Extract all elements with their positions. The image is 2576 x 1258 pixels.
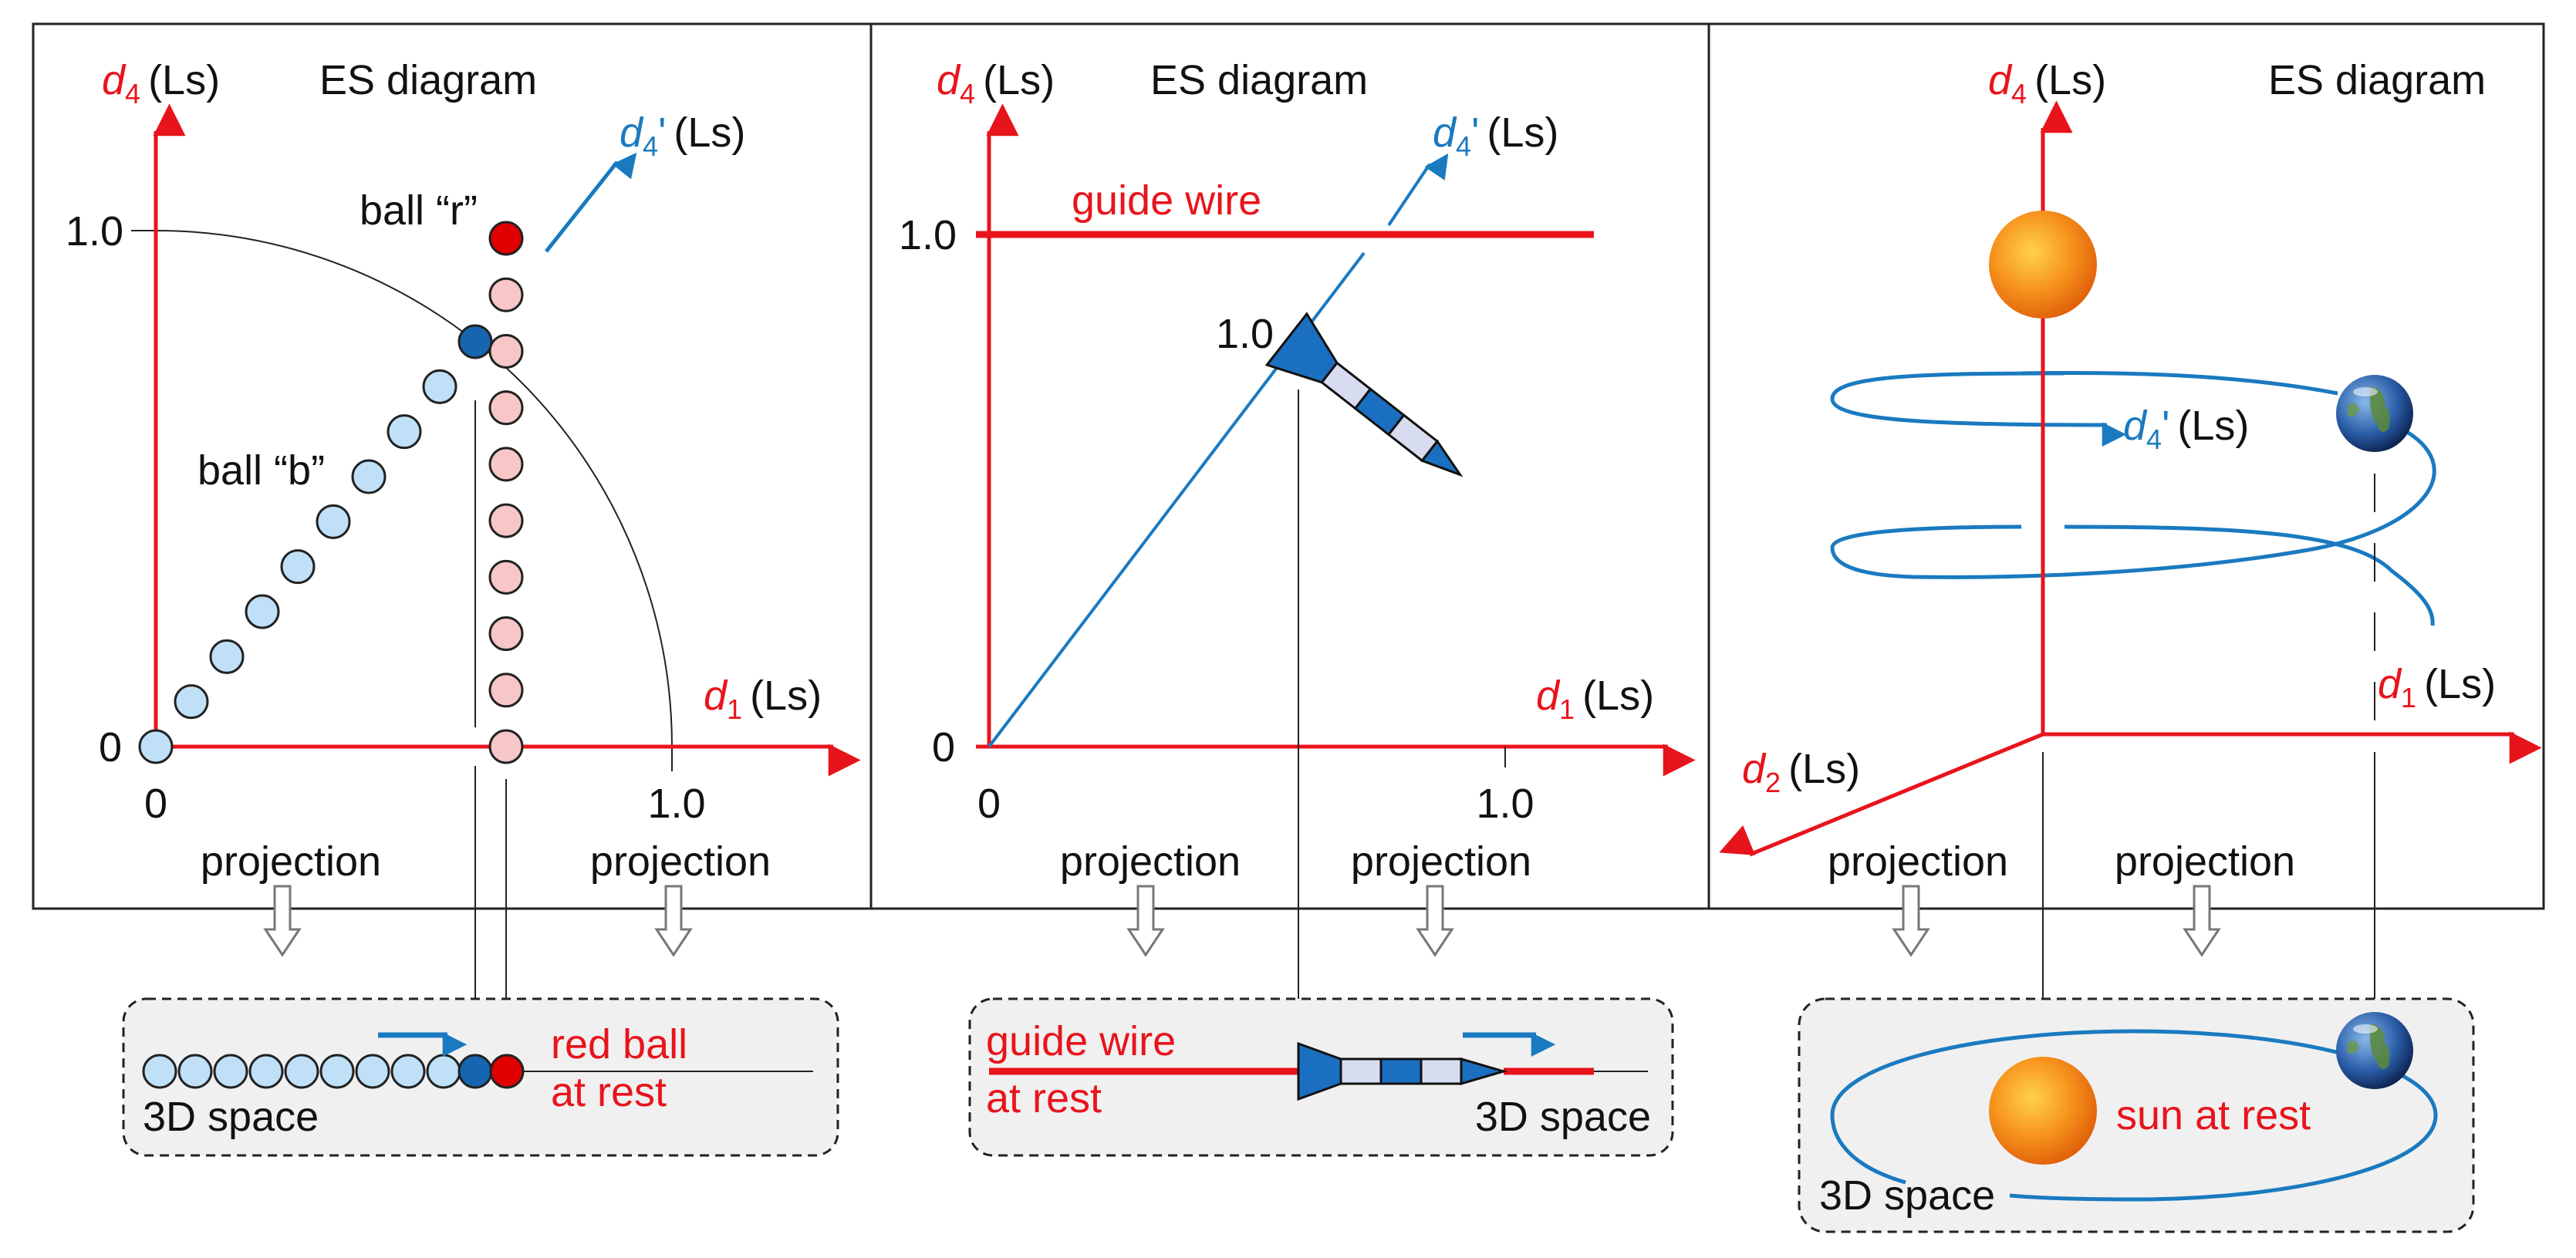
projection-label: projection — [590, 838, 771, 885]
ball-b — [248, 1054, 284, 1089]
ball-b — [280, 549, 316, 585]
ball-b — [177, 1054, 213, 1089]
rocket — [1297, 1041, 1508, 1101]
unit-circle-arc — [131, 230, 673, 771]
red-ball-note: at rest — [551, 1069, 667, 1115]
guide-wire-label: guide wire — [1072, 177, 1261, 224]
ball-b — [387, 414, 422, 450]
projection-arrow-icon — [1892, 885, 1930, 957]
ball-r — [488, 673, 524, 708]
space-balls — [142, 1054, 525, 1089]
projection-label: projection — [2115, 838, 2295, 885]
d2-axis-label: d2(Ls) — [1742, 746, 1860, 798]
ball-r — [488, 447, 524, 482]
panel-title: ES diagram — [1150, 57, 1368, 103]
d4-prime-label: d4'(Ls) — [1433, 110, 1558, 162]
guide-wire-note: at rest — [986, 1075, 1102, 1121]
x-tick-0: 0 — [144, 781, 167, 827]
ball-b — [316, 504, 351, 539]
x-tick-1: 1.0 — [1476, 781, 1534, 827]
d4-axis-label: d4(Ls) — [937, 57, 1055, 110]
projection-label: projection — [1351, 838, 1531, 885]
x-tick-0: 0 — [977, 781, 1001, 827]
ball-b-label: ball “b” — [198, 447, 325, 494]
panel-ball-collision: d4(Ls) ES diagram d4'(Ls) ball “r” ball … — [66, 57, 861, 1157]
earth-icon — [2336, 1012, 2413, 1089]
d1-axis-label: d1(Ls) — [2378, 661, 2496, 713]
d1-axis-label: d1(Ls) — [704, 673, 822, 725]
projection-label: projection — [1828, 838, 2008, 885]
d4-prime-label: d4'(Ls) — [2123, 403, 2249, 455]
ball-b — [351, 459, 387, 494]
space-box: guide wire at rest 3D space — [968, 997, 1674, 1157]
ball-b — [245, 594, 280, 629]
y-tick-1: 1.0 — [899, 212, 957, 258]
ball-r — [488, 729, 524, 764]
ball-r-worldline — [488, 221, 524, 764]
ball-b — [390, 1054, 426, 1089]
earth-icon — [2336, 375, 2413, 452]
ball-b — [355, 1054, 390, 1089]
ball-b — [209, 639, 245, 674]
panel-guide-wire: d4(Ls) ES diagram d4'(Ls) guide wire 1.0… — [899, 57, 1696, 1157]
ball-b-worldline — [138, 324, 493, 764]
ball-b — [142, 1054, 177, 1089]
projection-arrow-icon — [1416, 885, 1454, 957]
projection-arrow-icon — [654, 885, 693, 957]
y-tick-0: 0 — [99, 724, 122, 771]
sun-at-rest-note: sun at rest — [2116, 1092, 2311, 1138]
ball-r — [488, 503, 524, 538]
guide-wire-note: guide wire — [986, 1018, 1176, 1064]
ball-r — [488, 277, 524, 312]
space-label: 3D space — [1475, 1094, 1651, 1140]
ball-b — [138, 729, 174, 764]
ball-b-current — [457, 1054, 493, 1089]
projection-arrow-icon — [2183, 885, 2221, 957]
red-ball-note: red ball — [551, 1021, 687, 1067]
y-tick-1: 1.0 — [66, 208, 123, 255]
ball-b-current — [457, 324, 493, 359]
d1-axis-label: d1(Ls) — [1536, 673, 1654, 725]
ball-r — [488, 333, 524, 369]
space-box: red ball at rest 3D space — [122, 997, 839, 1157]
earth-worldline-helix — [1830, 430, 2436, 626]
ball-b — [422, 369, 457, 404]
d4-prime-arrow — [545, 152, 637, 253]
ball-r — [488, 390, 524, 426]
d4-prime-arrow — [1387, 153, 1449, 227]
ball-b — [319, 1054, 355, 1089]
projection-arrow-icon — [263, 885, 302, 957]
ball-b — [213, 1054, 248, 1089]
ball-r-current — [489, 1054, 525, 1089]
earth-worldline-helix — [1830, 370, 2338, 425]
sun-icon — [1989, 1057, 2097, 1165]
rocket — [1264, 312, 1464, 477]
ball-r — [488, 559, 524, 595]
panel-title: ES diagram — [319, 57, 537, 103]
x-tick-1: 1.0 — [647, 781, 705, 827]
ball-b — [284, 1054, 319, 1089]
y-tick-0: 0 — [932, 724, 955, 771]
ball-b — [174, 684, 209, 720]
space-label: 3D space — [143, 1094, 319, 1140]
panel-title: ES diagram — [2268, 57, 2486, 103]
ball-r — [488, 616, 524, 652]
space-label: 3D space — [1819, 1172, 1995, 1219]
sun-icon — [1989, 211, 2097, 319]
rocket-tick: 1.0 — [1216, 311, 1274, 357]
space-box: sun at rest 3D space — [1798, 997, 2475, 1233]
projection-label: projection — [201, 838, 381, 885]
d2-axis — [1719, 732, 2044, 857]
ball-r-label: ball “r” — [360, 187, 478, 234]
figure-frame — [32, 22, 2545, 910]
d4-axis-label: d4(Ls) — [1988, 57, 2106, 110]
ball-b — [426, 1054, 461, 1089]
projection-label: projection — [1060, 838, 1241, 885]
panel-sun-earth: d4(Ls) ES diagram d4'(Ls) d1(Ls) d2(Ls) … — [1719, 57, 2542, 1233]
ball-r-current — [488, 221, 524, 256]
d4-prime-label: d4'(Ls) — [620, 110, 745, 162]
projection-arrow-icon — [1126, 885, 1165, 957]
d4-axis-label: d4(Ls) — [102, 57, 220, 110]
